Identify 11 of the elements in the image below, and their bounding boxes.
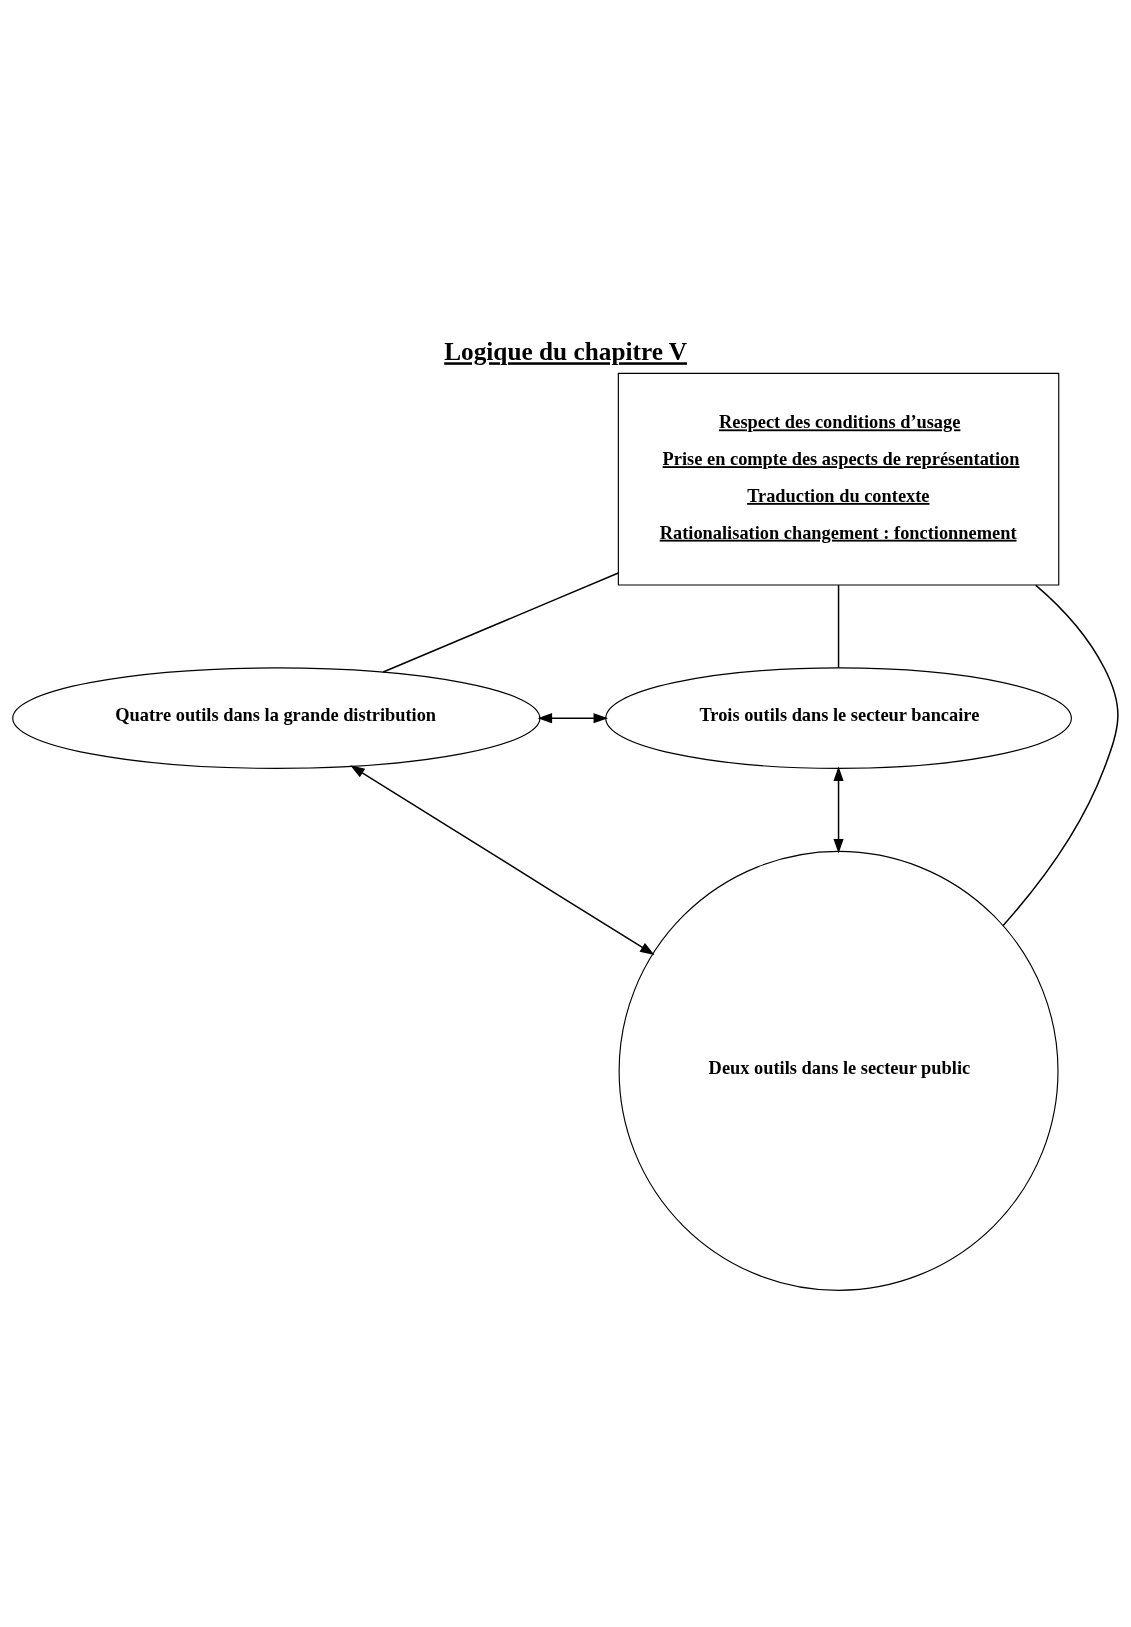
node-circle: Deux outils dans le secteur public (618, 850, 1059, 1291)
node-ellipse: Quatre outils dans la grande distribution (12, 667, 541, 769)
diagram-title: Logique du chapitre V (444, 337, 688, 366)
node-ellipse: Trois outils dans le secteur bancaire (605, 667, 1072, 769)
arrow (537, 713, 609, 724)
arrow (833, 766, 844, 854)
connector (1002, 584, 1119, 927)
arrow (350, 765, 655, 955)
connector (382, 572, 620, 673)
connector (837, 584, 840, 669)
node-box: Respect des conditions d’usage Prise en compte des aspects de représentation Traduction du contexte Rationalisation changement : fonctionnement (617, 372, 1060, 586)
